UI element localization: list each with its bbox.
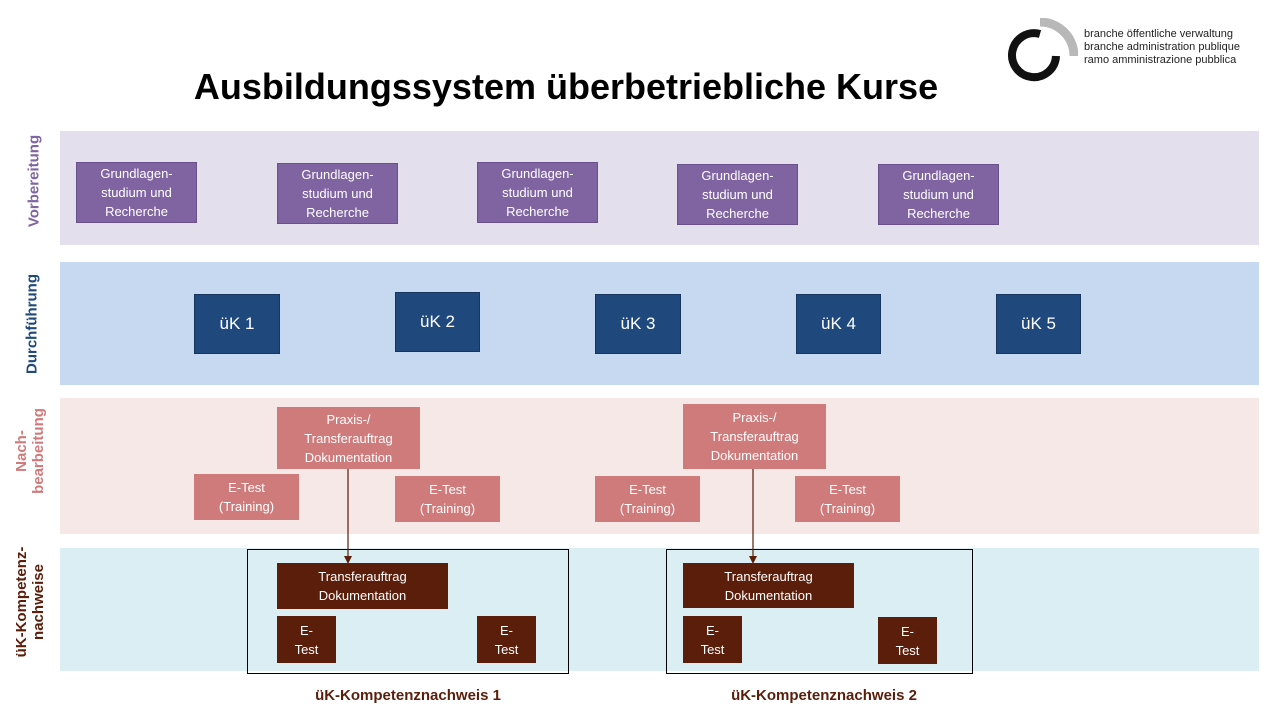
etest-label: E- Test (895, 623, 920, 658)
logo-line-fr: branche administration publique (1084, 41, 1240, 53)
uek-box-label: üK 5 (1021, 314, 1056, 333)
kompetenznachweis-frame-1 (247, 549, 569, 674)
etest-label: E- Test (294, 622, 319, 657)
uek-box-5: üK 5 (996, 294, 1081, 354)
etest-box-1: E- Test (277, 616, 336, 663)
lane-label-kompetenz: üK-Kompetenz- nachweise (13, 546, 47, 658)
etest-training-box-1: E-Test (Training) (194, 474, 299, 520)
transferauftrag-label: Transferauftrag Dokumentation (724, 568, 813, 603)
lane-kompetenz (60, 548, 1259, 671)
uek-box-3: üK 3 (595, 294, 681, 354)
etest-training-label: E-Test (Training) (218, 480, 275, 514)
prep-box-5: Grundlagen- studium und Recherche (878, 164, 999, 225)
kompetenznachweis-caption-1: üK-Kompetenznachweis 1 (315, 687, 501, 704)
prep-box-label: Grundlagen- studium und Recherche (501, 166, 574, 219)
prep-box-label: Grundlagen- studium und Recherche (100, 166, 173, 219)
praxis-box-label: Praxis-/ Transferauftrag Dokumentation (710, 410, 799, 463)
kompetenznachweis-caption-2: üK-Kompetenznachweis 2 (731, 687, 917, 704)
page-title: Ausbildungssystem überbetriebliche Kurse (193, 66, 939, 107)
etest-training-box-4: E-Test (Training) (795, 476, 900, 522)
etest-label: E- Test (494, 622, 519, 657)
praxis-transferauftrag-box-2: Praxis-/ Transferauftrag Dokumentation (683, 404, 826, 469)
prep-box-label: Grundlagen- studium und Recherche (301, 167, 374, 220)
lane-label-vorbereitung: Vorbereitung (25, 134, 43, 228)
etest-training-label: E-Test (Training) (819, 482, 876, 516)
etest-training-box-3: E-Test (Training) (595, 476, 700, 522)
uek-box-4: üK 4 (796, 294, 881, 354)
branche-logo-icon (1008, 18, 1078, 82)
uek-box-label: üK 3 (620, 314, 656, 333)
etest-box-3: E- Test (683, 616, 742, 663)
prep-box-3: Grundlagen- studium und Recherche (477, 162, 598, 223)
praxis-transferauftrag-box-1: Praxis-/ Transferauftrag Dokumentation (277, 407, 420, 469)
transferauftrag-box-2: Transferauftrag Dokumentation (683, 563, 854, 608)
kompetenznachweis-frame-2 (666, 549, 973, 674)
uek-box-label: üK 2 (420, 312, 455, 331)
lane-label-durchfuehrung: Durchführung (23, 274, 41, 374)
prep-box-label: Grundlagen- studium und Recherche (902, 168, 975, 221)
etest-box-2: E- Test (477, 616, 536, 663)
lane-label-nachbearbeitung: Nach- bearbeitung (13, 408, 47, 494)
uek-box-2: üK 2 (395, 292, 480, 352)
logo-text: branche öffentliche verwaltung branche a… (1084, 28, 1240, 67)
logo-line-de: branche öffentliche verwaltung (1084, 28, 1234, 40)
uek-box-label: üK 1 (219, 314, 255, 333)
prep-box-1: Grundlagen- studium und Recherche (76, 162, 197, 223)
etest-training-label: E-Test (Training) (419, 482, 476, 516)
prep-box-4: Grundlagen- studium und Recherche (677, 164, 798, 225)
etest-label: E- Test (700, 622, 725, 657)
etest-training-box-2: E-Test (Training) (395, 476, 500, 522)
lane-vorbereitung (60, 131, 1259, 245)
etest-box-4: E- Test (878, 617, 937, 664)
transferauftrag-box-1: Transferauftrag Dokumentation (277, 563, 448, 609)
praxis-box-label: Praxis-/ Transferauftrag Dokumentation (304, 411, 393, 465)
etest-training-label: E-Test (Training) (619, 482, 676, 516)
uek-box-1: üK 1 (194, 294, 280, 354)
transferauftrag-label: Transferauftrag Dokumentation (318, 569, 407, 603)
logo-line-it: ramo amministrazione pubblica (1084, 54, 1237, 66)
prep-box-2: Grundlagen- studium und Recherche (277, 163, 398, 224)
prep-box-label: Grundlagen- studium und Recherche (701, 168, 774, 221)
uek-box-label: üK 4 (821, 314, 856, 333)
